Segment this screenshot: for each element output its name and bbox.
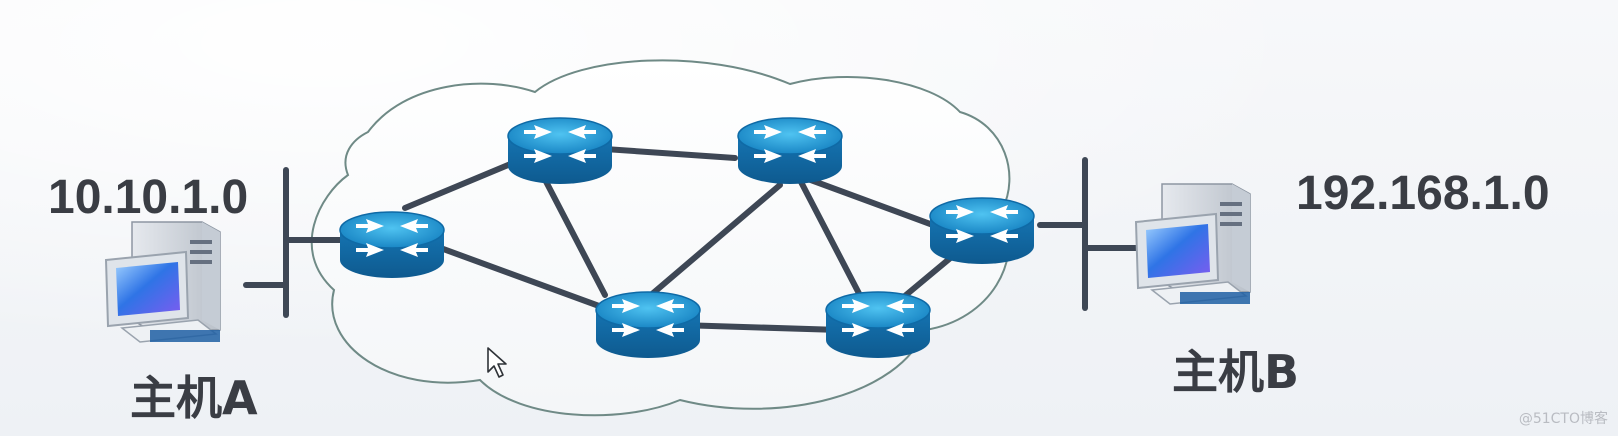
- link-r2-r4: [537, 167, 608, 298]
- router-icon: [339, 211, 445, 279]
- mouse-cursor-icon: [487, 347, 507, 378]
- router-icon: [595, 291, 701, 359]
- host-a-computer-icon: [105, 221, 221, 343]
- network-links: [402, 145, 975, 333]
- network-label-left: 10.10.1.0: [48, 171, 249, 224]
- lan-segments: [243, 157, 1143, 318]
- link-r3-r6: [797, 177, 868, 308]
- link-r1-r2: [402, 155, 528, 211]
- network-label-right: 192.168.1.0: [1296, 167, 1550, 220]
- link-r2-r3: [587, 145, 738, 161]
- host-b-label: 主机B: [1172, 345, 1300, 399]
- router-icon: [507, 117, 613, 185]
- host-a-label: 主机A: [130, 371, 258, 425]
- router-icon: [825, 291, 931, 359]
- host-b-computer-icon: [1135, 183, 1251, 305]
- watermark: @51CTO博客: [1518, 411, 1608, 427]
- router-icon: [929, 197, 1035, 265]
- link-r4-r6: [677, 322, 843, 333]
- router-icon: [737, 117, 843, 185]
- link-r3-r4: [642, 182, 783, 303]
